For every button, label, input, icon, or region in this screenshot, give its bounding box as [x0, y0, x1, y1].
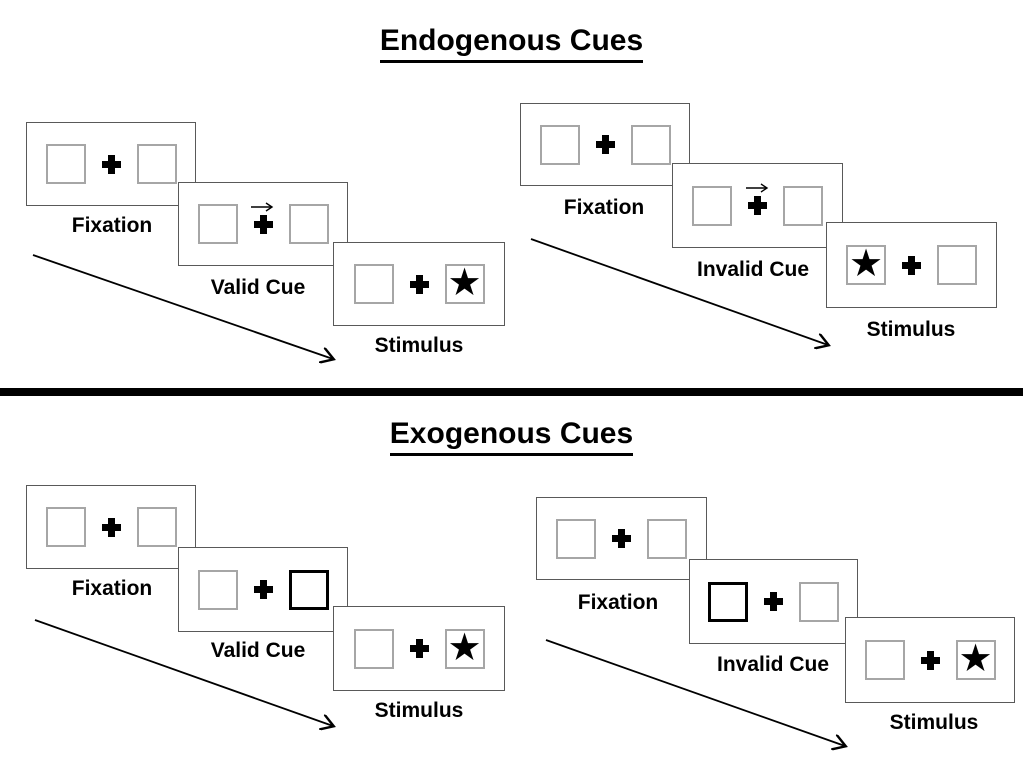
- panel-content: ★: [353, 624, 485, 669]
- panel-fixation: [26, 122, 196, 206]
- right-box: [783, 185, 823, 226]
- right-box-highlighted: [288, 569, 329, 610]
- right-box: [630, 124, 671, 165]
- panel-label-stimulus: Stimulus: [374, 699, 464, 722]
- star-icon: ★: [958, 636, 993, 680]
- panel-label-cue: Valid Cue: [210, 639, 306, 662]
- panel-stimulus: ★: [826, 222, 997, 308]
- panel-fixation: [520, 103, 690, 186]
- panel-label-cue: Invalid Cue: [716, 653, 830, 676]
- timeline-arrow: [545, 639, 857, 758]
- section-title-text: Exogenous Cues: [389, 417, 634, 456]
- section-title-text: Endogenous Cues: [379, 24, 644, 63]
- left-box: [353, 264, 394, 304]
- fixation-cross-icon: [251, 201, 274, 234]
- left-box: [692, 185, 732, 226]
- fixation-cross-icon: [764, 592, 783, 611]
- fixation-cross-icon: [920, 650, 940, 670]
- panel-label-fixation: Fixation: [71, 214, 153, 237]
- fixation-cross-icon: [409, 274, 429, 294]
- panel-label-fixation: Fixation: [577, 591, 659, 614]
- panel-label-cue: Valid Cue: [210, 276, 306, 299]
- timeline-arrow: [32, 254, 345, 371]
- left-box: [197, 204, 238, 244]
- panel-stimulus: ★: [333, 606, 505, 691]
- panel-label-stimulus: Stimulus: [374, 334, 464, 357]
- right-box: [288, 204, 329, 244]
- right-box: [799, 581, 839, 622]
- left-box: [197, 569, 238, 610]
- panel-content: ★: [353, 260, 485, 304]
- panel-stimulus: ★: [845, 617, 1015, 703]
- panel-valid-cue: [178, 547, 348, 632]
- fixation-cross-icon: [101, 517, 121, 537]
- panel-content: [45, 144, 177, 184]
- panel-label-fixation: Fixation: [563, 196, 645, 219]
- fixation-cross-icon: [101, 154, 121, 174]
- section-divider: [0, 388, 1023, 396]
- cue-arrow-right-icon: [251, 201, 274, 212]
- panel-fixation: [26, 485, 196, 569]
- panel-content: [539, 124, 671, 165]
- right-box-with-star: ★: [955, 636, 996, 680]
- fixation-cross-icon: [409, 639, 429, 658]
- left-box: [556, 518, 596, 559]
- panel-label-stimulus: Stimulus: [866, 318, 956, 341]
- panel-valid-cue: [178, 182, 348, 266]
- panel-content: [197, 201, 329, 244]
- panel-label-fixation: Fixation: [71, 577, 153, 600]
- left-box-with-star: ★: [846, 241, 886, 285]
- timeline-arrow: [530, 238, 840, 357]
- cue-arrow-right-icon: [745, 183, 768, 193]
- right-box: [136, 144, 177, 184]
- fixation-cross-icon: [253, 580, 273, 599]
- section-title-exogenous: Exogenous Cues: [0, 417, 1023, 456]
- panel-content: [708, 581, 839, 622]
- panel-content: [197, 569, 329, 610]
- right-box-with-star: ★: [444, 624, 485, 669]
- panel-content: [692, 183, 823, 226]
- star-icon: ★: [447, 260, 482, 304]
- star-icon: ★: [848, 241, 884, 285]
- right-box-with-star: ★: [444, 260, 485, 304]
- fixation-cross-icon: [595, 135, 615, 154]
- section-title-endogenous: Endogenous Cues: [0, 24, 1023, 63]
- panel-content: ★: [846, 241, 977, 285]
- left-box: [45, 507, 86, 547]
- left-box: [353, 628, 394, 669]
- panel-fixation: [536, 497, 707, 580]
- fixation-cross-icon: [612, 529, 631, 548]
- panel-content: ★: [864, 636, 996, 680]
- panel-stimulus: ★: [333, 242, 505, 326]
- fixation-cross-icon: [745, 183, 768, 215]
- right-box: [136, 507, 177, 547]
- right-box: [647, 518, 687, 559]
- timeline-arrow: [34, 619, 345, 738]
- panel-label-stimulus: Stimulus: [889, 711, 979, 734]
- left-box: [864, 640, 905, 680]
- panel-invalid-cue: [672, 163, 843, 248]
- left-box: [539, 124, 580, 165]
- panel-label-cue: Invalid Cue: [696, 258, 810, 281]
- left-box: [45, 144, 86, 184]
- panel-invalid-cue: [689, 559, 858, 644]
- fixation-cross-icon: [902, 255, 921, 275]
- right-box: [937, 245, 977, 285]
- left-box-highlighted: [708, 581, 748, 622]
- panel-content: [45, 507, 177, 547]
- panel-content: [556, 518, 687, 559]
- star-icon: ★: [447, 624, 482, 669]
